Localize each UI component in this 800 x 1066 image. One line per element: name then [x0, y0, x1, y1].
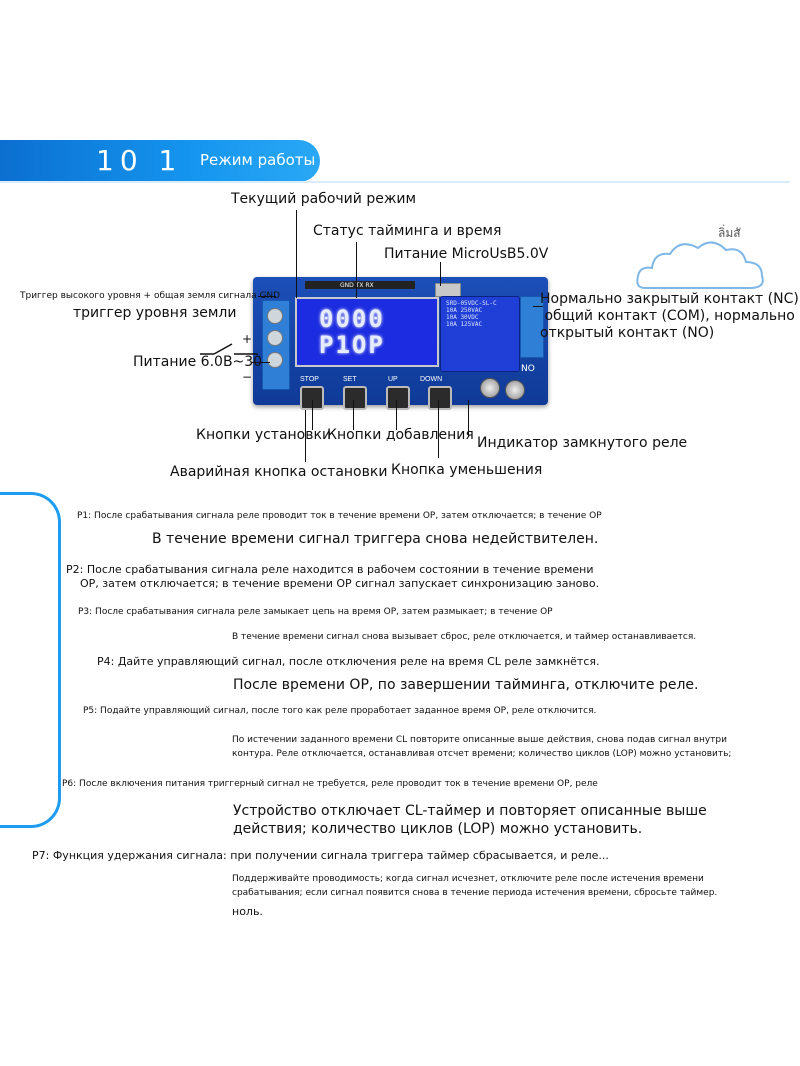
- label-usb-power: Питание MicroUsB5.0V: [384, 246, 549, 262]
- plus-sign: +: [242, 332, 253, 346]
- label-relay-contacts: Нормально закрытый контакт (NC) общий ко…: [540, 291, 799, 341]
- pointer-line: [533, 306, 543, 307]
- lcd-top-readout: 0000: [319, 305, 385, 333]
- pointer-line: [296, 210, 297, 298]
- lcd-display: 0000 P1OP: [295, 297, 439, 367]
- mode-p1-line2: В течение времени сигнал триггера снова …: [152, 531, 599, 547]
- lcd-mode-readout: P1OP: [319, 331, 385, 359]
- capacitor: [480, 378, 500, 398]
- mode-p7-line3: ноль.: [232, 905, 263, 918]
- terminal-screw: [267, 352, 283, 368]
- relay: [440, 296, 520, 372]
- mode-p6-line1: P6: После включения питания триггерный с…: [62, 779, 598, 789]
- mode-p7-line1: P7: Функция удержания сигнала: при получ…: [32, 849, 609, 862]
- mode-p6-line2: Устройство отключает CL-таймер и повторя…: [233, 803, 707, 837]
- pointer-line: [356, 242, 357, 298]
- section-title: Режим работы: [200, 151, 316, 169]
- micro-usb-port: [435, 283, 461, 297]
- pointer-line: [396, 400, 397, 430]
- down-label: DOWN: [420, 376, 443, 383]
- label-down-button: Кнопка уменьшения: [391, 462, 543, 478]
- pointer-line: [258, 296, 276, 297]
- mode-p7-line2: Поддерживайте проводимость; когда сигнал…: [232, 874, 718, 898]
- label-current-mode: Текущий рабочий режим: [231, 191, 417, 207]
- up-button[interactable]: [386, 386, 410, 410]
- label-add-buttons: Кнопки добавления: [327, 427, 474, 443]
- terminal-screw: [267, 330, 283, 346]
- label-timing-status: Статус тайминга и время: [313, 223, 502, 239]
- minus-sign: −: [242, 370, 253, 384]
- mode-p5-line1: P5: Подайте управляющий сигнал, после то…: [83, 706, 597, 716]
- label-stop-button: Аварийная кнопка остановки: [170, 464, 388, 480]
- stop-label: STOP: [300, 376, 319, 383]
- label-relay-indicator: Индикатор замкнутого реле: [477, 435, 688, 451]
- pointer-line: [305, 410, 306, 462]
- label-trigger-ground: триггер уровня земли: [73, 305, 237, 321]
- set-label: SET: [343, 376, 357, 383]
- header-divider: [0, 181, 790, 183]
- switch-symbol-icon: [200, 343, 258, 355]
- capacitor: [505, 380, 525, 400]
- side-decoration: [0, 492, 61, 828]
- cloud-icon: [636, 241, 764, 289]
- mode-p4-line2: После времени OP, по завершении тайминга…: [233, 677, 699, 693]
- pointer-line: [438, 400, 439, 458]
- pointer-line: [440, 262, 441, 286]
- no-label: NO: [521, 364, 535, 374]
- label-trigger-high: Триггер высокого уровня + общая земля си…: [20, 291, 281, 301]
- mode-p1-line1: P1: После срабатывания сигнала реле пров…: [77, 511, 602, 521]
- terminal-screw: [267, 308, 283, 324]
- mode-p2: P2: После срабатывания сигнала реле нахо…: [66, 563, 600, 590]
- up-label: UP: [388, 376, 398, 383]
- pointer-line: [312, 400, 313, 430]
- pointer-line: [468, 400, 469, 436]
- down-button[interactable]: [428, 386, 452, 410]
- cloud-text: ลิ่มสั: [718, 226, 741, 240]
- mode-p5-line2: По истечении заданного времени CL повтор…: [232, 735, 732, 759]
- label-set-buttons: Кнопки установки: [196, 427, 332, 443]
- mode-p3-line1: P3: После срабатывания сигнала реле замы…: [78, 607, 553, 617]
- section-number: 10 1: [96, 144, 183, 177]
- pointer-line: [353, 400, 354, 430]
- mode-p3-line2: В течение времени сигнал снова вызывает …: [232, 632, 697, 642]
- set-button[interactable]: [343, 386, 367, 410]
- label-dc-power: Питание 6.0В~30: [133, 354, 263, 370]
- header-banner: [0, 140, 320, 182]
- pointer-line: [252, 362, 270, 363]
- pin-header: [305, 281, 415, 289]
- relay-label: SRD-05VDC-SL-C 10A 250VAC 10A 30VDC 10A …: [446, 300, 497, 328]
- mode-p4-line1: P4: Дайте управляющий сигнал, после откл…: [97, 655, 600, 668]
